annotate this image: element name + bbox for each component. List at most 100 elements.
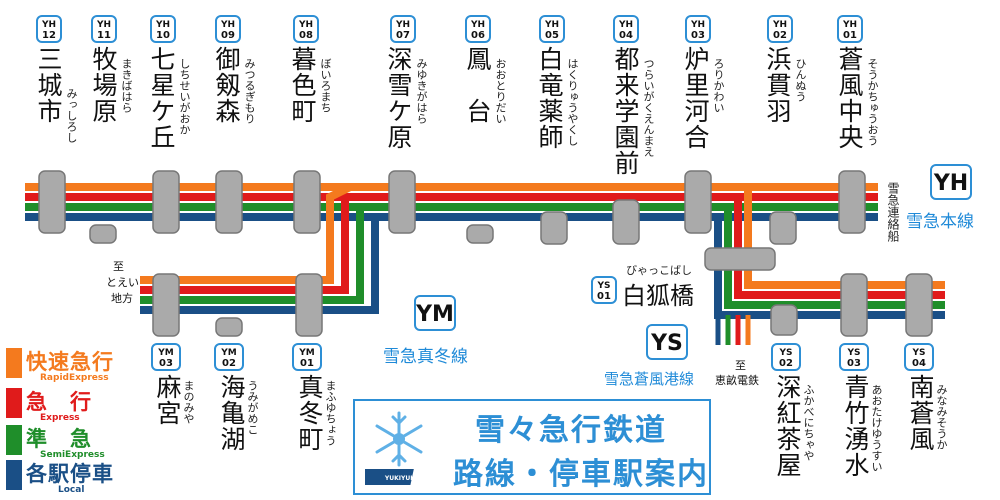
yh-stop-2 xyxy=(152,170,180,234)
yh-badge-03-code: YH xyxy=(690,20,705,30)
yh-kana-10: しちせいがおか xyxy=(178,58,191,135)
yh-stop-3 xyxy=(215,170,243,234)
ys-end-note-1: 至 xyxy=(735,359,746,372)
ys-end-note-2: 恵畝電鉄 xyxy=(715,374,759,387)
yh-name-05: 白竜薬師 xyxy=(535,46,564,150)
yh-name-06: 鳳 台 xyxy=(463,46,492,124)
yh-badge-02-code: YH xyxy=(772,20,787,30)
ym-badge-03-code: YM xyxy=(157,348,174,358)
yh-badge-07-frame xyxy=(390,15,416,43)
legend-swatch-3 xyxy=(6,460,22,490)
ys-line-badge: YS xyxy=(646,324,688,360)
yh-badge-09-code: YH xyxy=(220,20,235,30)
yh-kana-09: みつるぎもり xyxy=(243,58,256,124)
yh-name-02: 浜貫羽 xyxy=(763,46,792,124)
ys-badge-03-code: YS xyxy=(847,348,861,358)
yh-name-04: 都来学園前 xyxy=(611,46,640,176)
yh-stop-7 xyxy=(540,211,568,245)
yh-name-03: 炉里河合 xyxy=(681,46,710,150)
ym-name-03: 麻宮 xyxy=(153,374,182,426)
yh-name-12: 三城市 xyxy=(34,46,63,124)
yh-stop-0 xyxy=(38,170,66,234)
yh-badge-08-code: YH xyxy=(298,20,313,30)
ym-line-badge-code: YM xyxy=(415,302,454,327)
yh-badge-01-frame xyxy=(837,15,863,43)
yh-kana-08: ぼいろまち xyxy=(319,58,332,113)
legend-sub-0: RapidExpress xyxy=(40,373,109,383)
snowflake-logo-icon: YUKIYUKI xyxy=(365,411,423,485)
ym-kana-03: まのみや xyxy=(182,380,195,424)
yh-stop-1 xyxy=(89,224,117,244)
yh-badge-11-code: YH xyxy=(96,20,111,30)
ys-badge-02-frame xyxy=(771,343,801,371)
yh-stop-4 xyxy=(293,170,321,234)
ys-badge-01-frame xyxy=(591,276,617,304)
yh-kana-06: おおとりだい xyxy=(494,58,507,124)
yh-badge-01-code: YH xyxy=(842,20,857,30)
yh-name-08: 暮色町 xyxy=(288,46,317,124)
ys-badge-01-code: YS xyxy=(597,281,611,291)
yh-badge-02-num: 02 xyxy=(773,30,787,41)
yh-kana-03: ろりかわい xyxy=(712,58,725,113)
yh-badge-11-frame xyxy=(91,15,117,43)
legend-sub-3: Local xyxy=(58,485,85,495)
yh-badge-07-code: YH xyxy=(395,20,410,30)
ys-track-0 xyxy=(744,187,945,289)
company-name: 雪々急行鉄道 xyxy=(475,413,667,448)
ym-badge-03-num: 03 xyxy=(159,358,173,369)
ym-stop-03 xyxy=(152,273,180,337)
yh-kana-11: まきばはら xyxy=(120,58,133,113)
yh-badge-04-num: 04 xyxy=(619,30,633,41)
yh-badge-07-num: 07 xyxy=(396,30,410,41)
ys-line-badge-frame xyxy=(646,324,688,360)
yh-kana-01: そうかちゅうおう xyxy=(866,58,879,146)
ys-badge-02-num: 02 xyxy=(779,358,793,369)
ym-badge-02-num: 02 xyxy=(222,358,236,369)
yh-badge-08-num: 08 xyxy=(299,30,313,41)
legend-label-1: 急 行 xyxy=(26,390,92,414)
ys-badge-02-code: YS xyxy=(779,348,793,358)
ys-name-03: 青竹湧水 xyxy=(841,374,870,478)
yh-line-badge: YH xyxy=(930,164,972,200)
yh-badge-03-num: 03 xyxy=(691,30,705,41)
yh-kana-02: ひんぬう xyxy=(794,58,807,102)
ys-track-2 xyxy=(724,207,945,309)
ys-line-badge-code: YS xyxy=(650,331,683,356)
yh-kana-07: みゆきがはら xyxy=(415,58,428,124)
ym-track-2 xyxy=(140,207,364,304)
yh-badge-04-code: YH xyxy=(618,20,633,30)
ys-badge-03-num: 03 xyxy=(847,358,861,369)
ym-badge-02-code: YM xyxy=(220,348,237,358)
ys-kana-02: ふかべにちゃや xyxy=(802,384,815,461)
yh-badge-06-num: 06 xyxy=(471,30,485,41)
ym-end-note-2: とえい xyxy=(106,276,139,289)
ym-name-01: 真冬町 xyxy=(295,374,324,452)
legend-sub-1: Express xyxy=(40,413,80,423)
ym-badge-02-frame xyxy=(214,343,244,371)
yh-kana-12: みっしろし xyxy=(65,88,78,143)
yh-badge-06-frame xyxy=(465,15,491,43)
ym-stop-01 xyxy=(295,273,323,337)
ys-badge-04-code: YS xyxy=(912,348,926,358)
yh-badge-10-frame xyxy=(150,15,176,43)
yh-line-name: 雪急本線 xyxy=(906,212,974,232)
yh-badge-05-num: 05 xyxy=(545,30,559,41)
ys-badge-04-frame xyxy=(904,343,934,371)
ys-name-04: 南蒼風 xyxy=(906,374,935,452)
legend-label-3: 各駅停車 xyxy=(26,462,114,486)
yh-badge-08-frame xyxy=(293,15,319,43)
